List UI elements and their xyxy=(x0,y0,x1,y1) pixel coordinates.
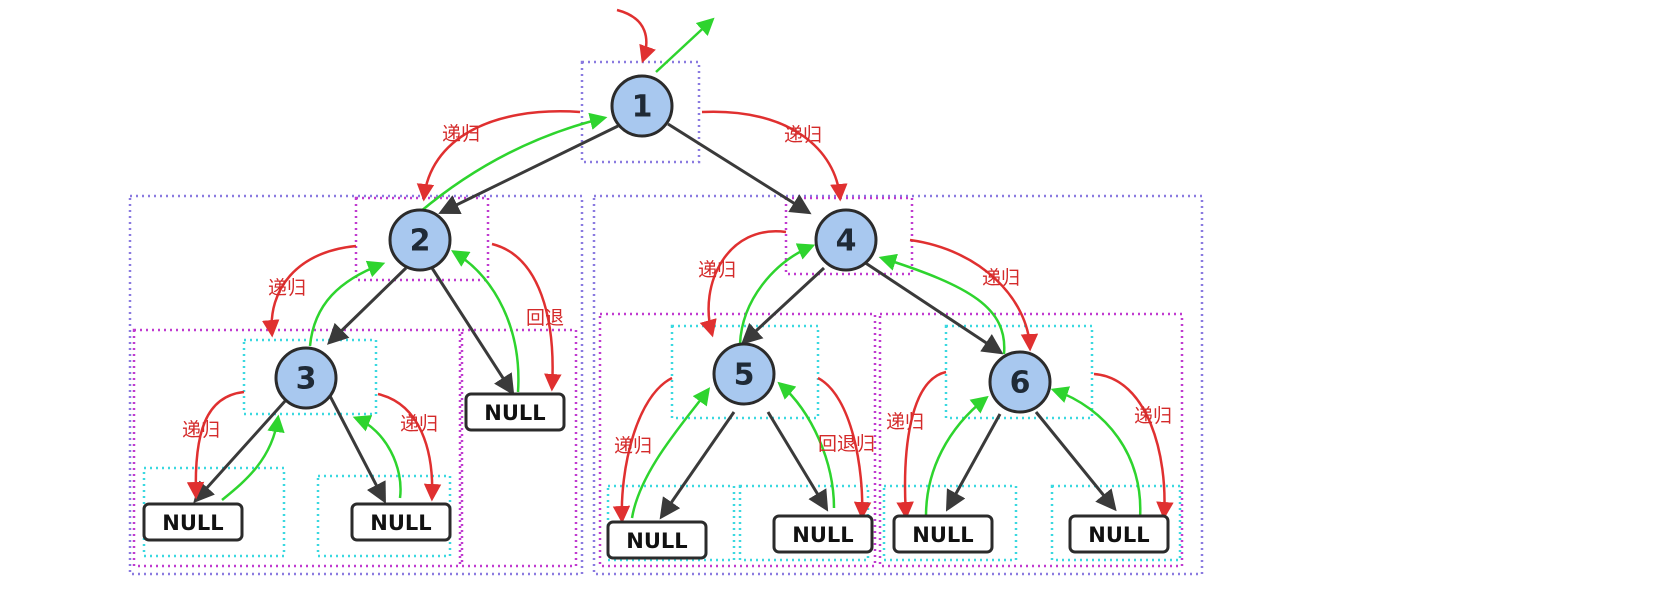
return-arrow-2-1 xyxy=(419,112,608,213)
edge-6-null-left xyxy=(945,413,1002,512)
annotation-backtrack-2: 回退 xyxy=(526,307,564,329)
node-label: 2 xyxy=(410,224,431,259)
return-arrow-null-right-6 xyxy=(1050,386,1142,519)
box-null-5-left xyxy=(606,484,736,562)
recurse-arrow-4-5 xyxy=(699,230,787,338)
tree-node-1: 1 xyxy=(610,74,674,138)
null-leaf-5-right: NULL xyxy=(772,514,874,554)
node-label: 1 xyxy=(632,90,653,125)
null-label: NULL xyxy=(162,511,223,535)
return-arrow-null-left-3 xyxy=(221,414,285,501)
edge-6-null-right xyxy=(1034,411,1117,512)
edge-2-3 xyxy=(326,266,408,345)
null-leaves: NULL NULL NULL NULL NULL NULL NULL xyxy=(142,392,1170,560)
node-label: 4 xyxy=(836,224,857,259)
box-node-6-subtree xyxy=(878,312,1184,568)
edge-1-4 xyxy=(667,122,812,215)
box-null-6-right xyxy=(1050,484,1182,562)
recurse-arrow-6-null-right xyxy=(1093,372,1174,520)
return-arrow-5-4 xyxy=(738,243,816,345)
return-exit-arrow xyxy=(655,17,715,73)
return-arrows xyxy=(221,17,1142,519)
tree-node-2: 2 xyxy=(388,208,452,272)
annotation-recurse-6-left: 递归 xyxy=(886,411,924,433)
box-null-3-right xyxy=(316,474,452,558)
box-right-subtree xyxy=(592,194,1204,576)
edge-1-2 xyxy=(438,124,619,215)
annotation-recurse-4-5: 递归 xyxy=(698,259,736,281)
null-leaf-5-left: NULL xyxy=(606,520,708,560)
box-null-2-right xyxy=(460,328,578,568)
annotation-recurse-5-left: 递归 xyxy=(614,435,652,457)
edge-3-null-right xyxy=(328,395,386,504)
box-null-6-left xyxy=(882,484,1018,562)
recurse-arrows xyxy=(186,8,1174,524)
recurse-arrow-2-null xyxy=(491,242,562,392)
edge-5-null-right xyxy=(766,411,829,512)
null-label: NULL xyxy=(370,511,431,535)
annotation-recurse-1-2: 递归 xyxy=(442,123,480,145)
tree-node-3: 3 xyxy=(274,346,338,410)
tree-edges xyxy=(193,122,1117,520)
box-node-4 xyxy=(784,196,914,276)
recurse-arrow-3-null-left xyxy=(186,390,245,500)
annotation-recurse-6-right: 递归 xyxy=(1134,405,1172,427)
null-label: NULL xyxy=(484,401,545,425)
return-arrow-6-4 xyxy=(878,253,1006,355)
recurse-arrow-5-null-right xyxy=(817,376,872,520)
null-leaf-2-right: NULL xyxy=(464,392,566,432)
recurse-arrow-5-null-left xyxy=(612,376,673,524)
return-arrow-null-2 xyxy=(451,250,520,393)
outer-boxes xyxy=(128,60,1204,576)
null-leaf-3-right: NULL xyxy=(350,502,452,542)
tree-node-6: 6 xyxy=(988,350,1052,414)
annotation-recurse-2-3: 递归 xyxy=(268,277,306,299)
recurse-arrow-1-4 xyxy=(701,110,848,202)
box-left-subtree xyxy=(128,194,584,576)
annotation-recurse-1-4: 递归 xyxy=(784,124,822,146)
tree-nodes: 1 2 3 4 5 6 xyxy=(274,74,1052,414)
box-node-6 xyxy=(944,324,1094,420)
return-arrow-null-left-6 xyxy=(924,395,989,517)
node-label: 5 xyxy=(734,358,755,393)
null-label: NULL xyxy=(1088,523,1149,547)
box-root xyxy=(580,60,701,164)
return-arrow-null-right-5 xyxy=(777,381,836,509)
recurse-arrow-6-null-left xyxy=(896,370,947,520)
tree-node-4: 4 xyxy=(814,208,878,272)
return-arrow-null-left-5 xyxy=(630,387,711,519)
recurse-arrow-3-null-right xyxy=(377,392,442,502)
recurse-arrow-1-2 xyxy=(416,110,581,202)
annotation-backtrack-5-right: 回退归 xyxy=(818,433,875,455)
null-label: NULL xyxy=(792,523,853,547)
null-label: NULL xyxy=(912,523,973,547)
annotation-recurse-4-6: 递归 xyxy=(982,267,1020,289)
box-node-3-subtree xyxy=(132,328,462,568)
node-label: 6 xyxy=(1010,366,1031,401)
edge-4-5 xyxy=(740,266,826,345)
edge-5-null-left xyxy=(659,411,736,520)
return-arrow-null-right-3 xyxy=(352,415,402,499)
null-leaf-3-left: NULL xyxy=(142,502,244,542)
tree-node-5: 5 xyxy=(712,342,776,406)
recurse-entry-arrow xyxy=(616,8,656,64)
edge-2-null xyxy=(430,267,515,396)
annotations: 递归 递归 递归 回退 递归 递归 递归 递归 递归 回退归 递归 递归 xyxy=(182,123,1172,457)
annotation-recurse-3-left: 递归 xyxy=(182,419,220,441)
recurse-arrow-2-3 xyxy=(262,244,357,338)
box-null-5-right xyxy=(738,484,870,562)
edge-4-6 xyxy=(863,260,1004,355)
annotation-recurse-3-right: 递归 xyxy=(400,413,438,435)
null-leaf-6-right: NULL xyxy=(1068,514,1170,554)
null-label: NULL xyxy=(626,529,687,553)
recurse-arrow-4-6 xyxy=(909,238,1039,352)
return-arrow-3-2 xyxy=(308,260,386,347)
node-label: 3 xyxy=(296,362,317,397)
null-leaf-6-left: NULL xyxy=(892,514,994,554)
